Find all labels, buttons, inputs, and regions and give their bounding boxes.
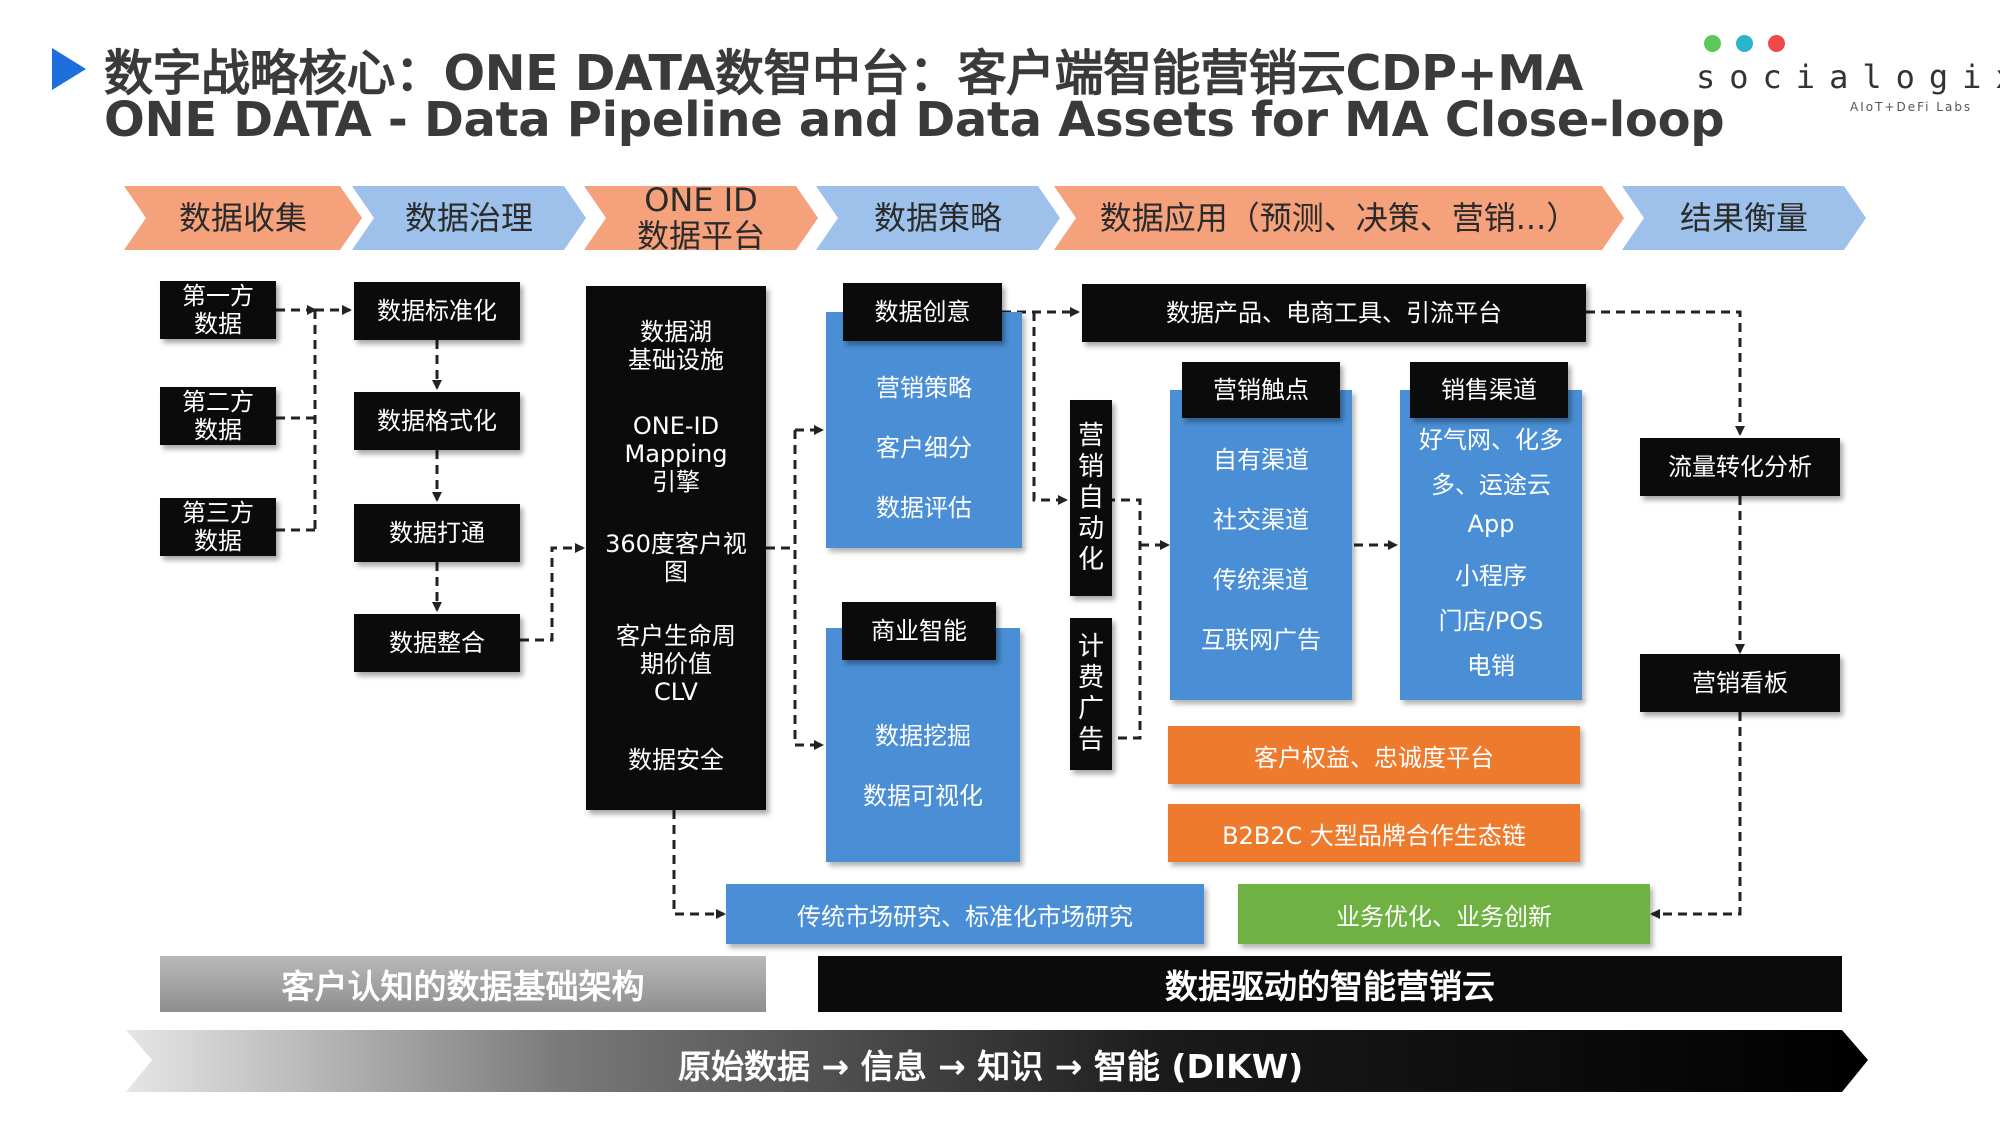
stage-label-collect: 数据收集 [178,199,307,237]
platform-item-security: 数据安全 [628,746,724,774]
creative-title: 数据创意 [843,283,1002,341]
touchpoints-title: 营销触点 [1182,362,1340,418]
stage-chevron [1054,186,1624,250]
platform-item-360-view: 360度客户视 图 [605,530,747,586]
sales-channel-item: App [1467,510,1515,538]
stage-chevron [816,186,1060,250]
platform-item-id-mapping: ONE-ID Mapping 引擎 [624,412,728,496]
one-id-platform-panel: 数据湖 基础设施 ONE-ID Mapping 引擎 360度客户视 图 客户生… [586,286,766,810]
logo-wordmark: socialogix [1696,58,2000,96]
creative-panel: 营销策略 客户细分 数据评估 [826,312,1022,548]
page-title: 数字战略核心：ONE DATA数智中台：客户端智能营销云CDP+MA [104,45,1583,102]
bi-panel: 数据挖掘 数据可视化 [826,628,1020,862]
platform-item-clv: 客户生命周 期价值 CLV [616,622,736,706]
govern-integrate: 数据整合 [354,614,520,672]
creative-item: 数据评估 [876,494,972,522]
loyalty-platform-bar: 客户权益、忠诚度平台 [1168,726,1580,784]
logo-dot-icon [1704,35,1721,52]
paid-ads-box: 计 费 广 告 [1070,618,1112,770]
collect-third-party: 第三方 数据 [160,498,276,556]
creative-item: 客户细分 [876,434,972,462]
bi-title: 商业智能 [842,602,996,660]
logo-dot-icon [1736,35,1753,52]
stage-label-measure: 结果衡量 [1679,199,1808,237]
market-research-bar: 传统市场研究、标准化市场研究 [726,884,1204,944]
touchpoint-item: 互联网广告 [1201,626,1321,654]
data-infrastructure-base: 客户认知的数据基础架构 [160,956,766,1012]
stage-chevron [1622,186,1866,250]
stage-label-platform: ONE ID 数据平台 [636,181,765,255]
bi-item: 数据挖掘 [875,722,971,750]
stage-chevron [584,186,818,250]
touchpoint-item: 自有渠道 [1213,446,1309,474]
marketing-automation-box: 营 销 自 动 化 [1070,400,1112,596]
marketing-dashboard: 营销看板 [1640,654,1840,712]
govern-standardize: 数据标准化 [354,282,520,340]
intelligent-marketing-cloud-base: 数据驱动的智能营销云 [818,956,1842,1012]
b2b2c-ecosystem-bar: B2B2C 大型品牌合作生态链 [1168,804,1580,862]
stage-chevron [124,186,362,250]
traffic-conversion-analysis: 流量转化分析 [1640,438,1840,496]
page-subtitle: ONE DATA - Data Pipeline and Data Assets… [104,92,1725,148]
govern-connect: 数据打通 [354,504,520,562]
stage-label-application: 数据应用（预测、决策、营销...） [1099,199,1579,237]
logo-dot-icon [1768,35,1785,52]
sales-channels-title: 销售渠道 [1410,362,1568,418]
creative-item: 营销策略 [876,374,972,402]
sales-channel-item: 电销 [1467,652,1515,680]
collect-first-party: 第一方 数据 [160,281,276,339]
touchpoint-item: 传统渠道 [1213,566,1309,594]
data-products-bar: 数据产品、电商工具、引流平台 [1082,284,1586,342]
sales-channel-item: 门店/POS [1438,607,1544,635]
sales-channel-item: 多、运途云 [1431,471,1551,499]
stage-chevron [352,186,586,250]
platform-item-data-lake: 数据湖 基础设施 [628,318,724,374]
business-optimization-bar: 业务优化、业务创新 [1238,884,1650,944]
stage-label-govern: 数据治理 [404,199,533,237]
sales-channels-panel: 好气网、化多 多、运途云 App 小程序 门店/POS 电销 [1400,390,1582,700]
dikw-label: 原始数据 → 信息 → 知识 → 智能 (DIKW) [678,1047,1304,1086]
touchpoint-item: 社交渠道 [1213,506,1309,534]
govern-format: 数据格式化 [354,392,520,450]
sales-channel-item: 小程序 [1455,562,1527,590]
title-arrow-icon [52,48,86,90]
logo-tagline: AIoT+DeFi Labs [1850,100,1973,114]
stage-label-strategy: 数据策略 [873,199,1002,237]
sales-channel-item: 好气网、化多 [1419,426,1563,454]
touchpoints-panel: 自有渠道 社交渠道 传统渠道 互联网广告 [1170,390,1352,700]
stage-chevrons [124,186,1866,250]
collect-second-party: 第二方 数据 [160,387,276,445]
bi-item: 数据可视化 [863,782,983,810]
